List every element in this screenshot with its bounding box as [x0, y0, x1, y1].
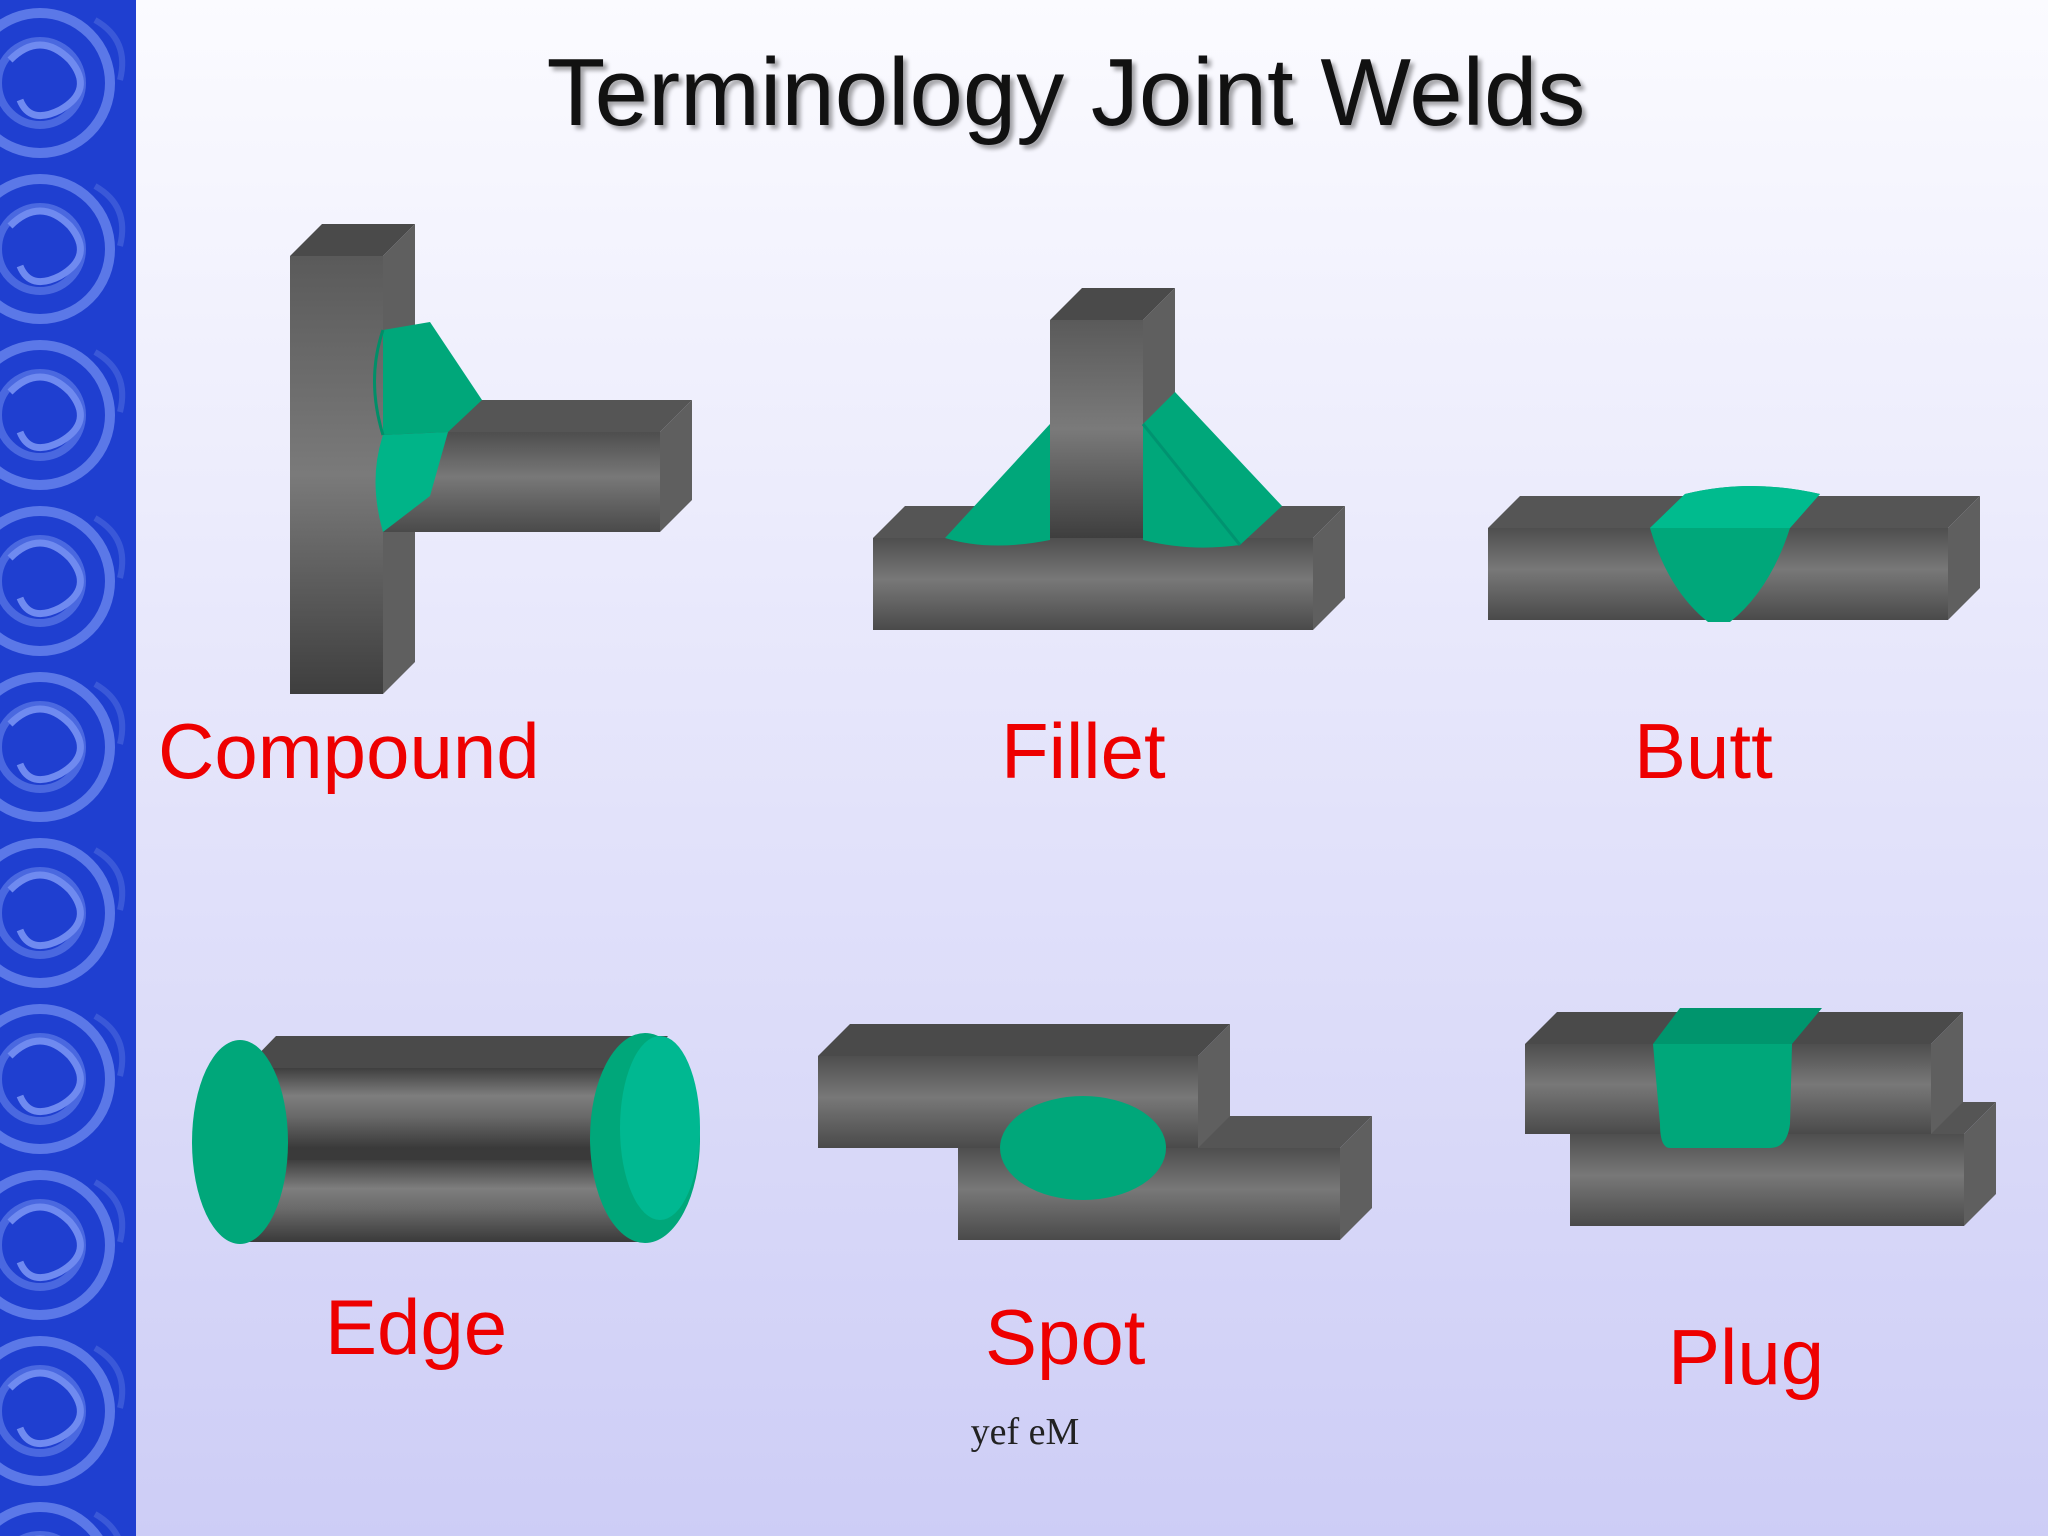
label-edge: Edge — [325, 1283, 508, 1371]
edge-weld-icon — [192, 1033, 700, 1244]
butt-weld-icon — [1488, 486, 1980, 622]
decorative-sidebar — [0, 0, 136, 1536]
label-spot: Spot — [985, 1293, 1146, 1381]
fillet-weld-icon — [873, 288, 1345, 630]
label-compound: Compound — [158, 707, 540, 795]
label-butt: Butt — [1634, 707, 1773, 795]
spot-weld-icon — [818, 1024, 1372, 1240]
slide-title: Terminology Joint Welds — [546, 39, 1586, 146]
label-fillet: Fillet — [1001, 707, 1166, 795]
footer-text: yef eM — [970, 1411, 1080, 1453]
plug-weld-icon — [1525, 1008, 1996, 1226]
label-plug: Plug — [1668, 1313, 1825, 1401]
compound-weld-icon — [290, 224, 692, 694]
